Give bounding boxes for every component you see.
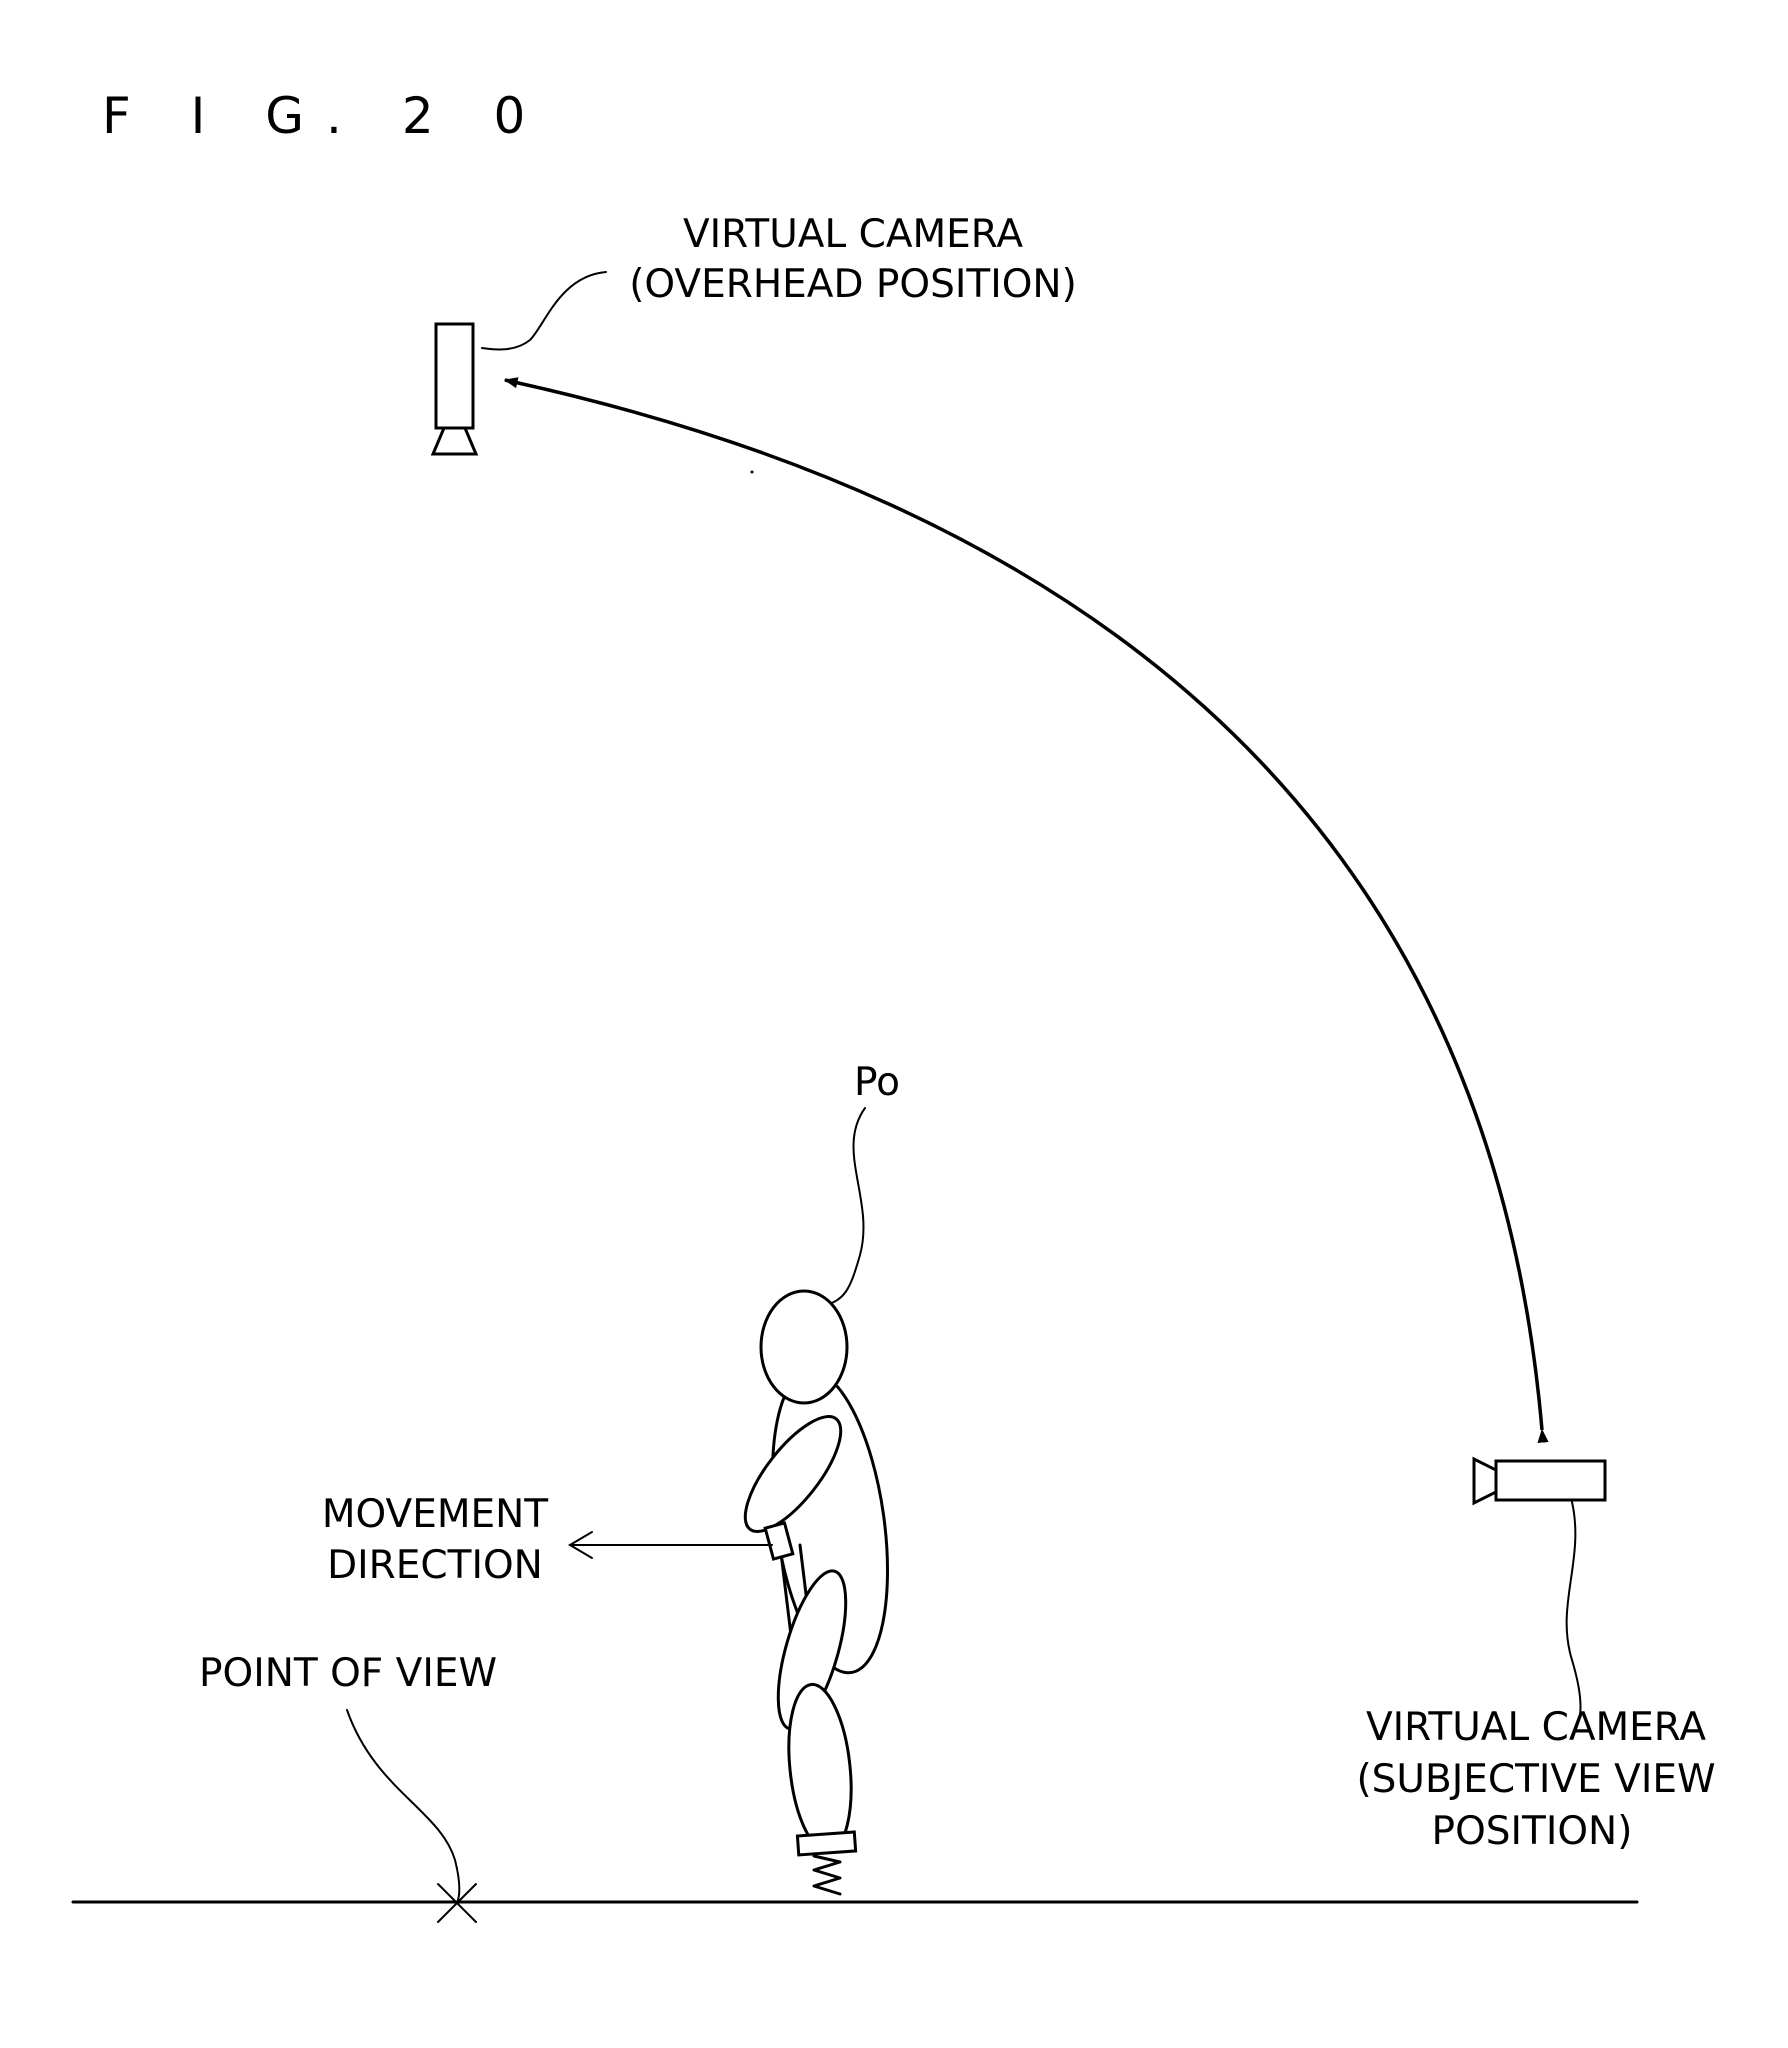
camera-movement-arc: [503, 377, 1549, 1444]
overhead-camera-icon: [430, 322, 479, 456]
player-figure: [743, 1289, 890, 1896]
movement-direction-arrow: [568, 1531, 773, 1559]
player-ref-leader: [822, 1107, 866, 1307]
overhead-camera-leader: [481, 271, 607, 351]
subjective-camera-icon: [1472, 1456, 1607, 1506]
figure-title: F I G. 2 0: [102, 87, 547, 145]
movement-direction-label-line2: DIRECTION: [327, 1543, 543, 1588]
point-of-view-leader: [346, 1709, 461, 1901]
point-of-view-label: POINT OF VIEW: [199, 1651, 497, 1696]
player-ref-label: Po: [854, 1060, 900, 1105]
movement-direction-label-line1: MOVEMENT: [322, 1492, 548, 1537]
subjective-camera-label-line3: POSITION): [1432, 1809, 1633, 1854]
overhead-camera-label-line2: (OVERHEAD POSITION): [629, 262, 1077, 307]
subjective-camera-leader: [1565, 1501, 1582, 1716]
subjective-camera-label-line2: (SUBJECTIVE VIEW: [1356, 1757, 1715, 1802]
subjective-camera-label-line1: VIRTUAL CAMERA: [1366, 1705, 1706, 1750]
overhead-camera-label-line1: VIRTUAL CAMERA: [683, 212, 1023, 257]
speck: [750, 470, 754, 474]
